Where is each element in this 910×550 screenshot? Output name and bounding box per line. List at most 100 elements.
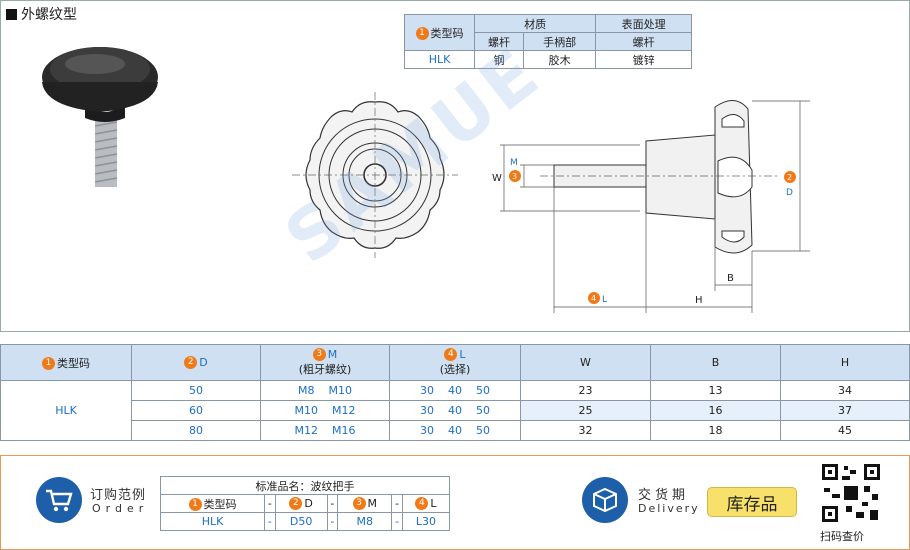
order-title-cn: 订购范例 <box>90 488 147 503</box>
surface-treatment: 镀锌 <box>595 50 692 69</box>
row-l3: 50 <box>476 424 490 437</box>
material-header: 材质 <box>473 14 597 33</box>
order-dash: - <box>391 494 403 513</box>
row-m1: M12 <box>294 424 319 437</box>
h-dimension-label: H <box>695 295 703 306</box>
row-h: 37 <box>780 400 910 421</box>
table-row: 80 M12 M16 30 40 50 32 18 45 <box>1 420 910 441</box>
l-badge-number: 4 <box>591 294 596 303</box>
badge-4: 4 <box>444 348 458 362</box>
row-b: 18 <box>650 420 781 441</box>
badge-3: 3 <box>352 497 366 511</box>
d-dimension-label: D <box>786 188 793 198</box>
badge-3: 3 <box>312 348 326 362</box>
handle-header: 手柄部 <box>522 32 597 51</box>
surface-rod-header: 螺杆 <box>595 32 692 51</box>
order-l-value: L30 <box>401 512 451 531</box>
m-badge-number: 3 <box>512 172 517 181</box>
row-w: 23 <box>520 380 651 401</box>
l-dimension-label: L <box>602 295 607 305</box>
row-m1: M10 <box>294 404 319 417</box>
row-l: 30 40 50 <box>389 420 521 441</box>
m-badge <box>509 170 521 182</box>
row-l2: 40 <box>448 404 462 417</box>
row-h: 34 <box>780 380 910 401</box>
order-dash: - <box>326 512 339 531</box>
table-row: 60 M10 M12 30 40 50 25 16 37 <box>1 400 910 421</box>
order-m-label: M <box>367 496 378 510</box>
qr-code-icon[interactable] <box>820 462 882 524</box>
table-row: HLK 50 M8 M10 30 40 50 23 13 34 <box>0 380 910 441</box>
order-d-value: D50 <box>274 512 328 531</box>
spec-h-header: H <box>780 344 910 381</box>
material-code: HLK <box>404 50 475 69</box>
front-view-drawing <box>292 92 458 258</box>
row-b: 13 <box>650 380 781 401</box>
b-dimension-label: B <box>727 273 734 284</box>
row-l3: 50 <box>476 404 490 417</box>
row-l2: 40 <box>448 384 462 397</box>
w-dimension-label: W <box>492 173 502 184</box>
handle-material: 胶木 <box>522 50 597 69</box>
row-m: M8 M10 <box>260 380 390 401</box>
order-l-label: L <box>430 496 437 510</box>
order-dash: - <box>391 512 403 531</box>
spec-m-label: M <box>327 347 338 361</box>
cart-icon <box>36 477 82 523</box>
order-dash: - <box>264 494 276 513</box>
order-std-name: 标准品名：波纹把手 <box>160 476 450 495</box>
stock-badge: 库存品 <box>707 487 797 517</box>
delivery-title-en: Delivery <box>638 502 700 515</box>
row-l3: 50 <box>476 384 490 397</box>
badge-1: 1 <box>42 357 55 370</box>
row-d: 60 <box>131 400 261 421</box>
row-m: M10 M12 <box>260 400 390 421</box>
spec-b-header: B <box>650 344 781 381</box>
row-d: 80 <box>131 420 261 441</box>
surface-header: 表面处理 <box>595 14 692 33</box>
badge-1: 1 <box>415 27 429 40</box>
row-l1: 30 <box>420 404 434 417</box>
rod-header: 螺杆 <box>474 32 524 51</box>
delivery-title-cn: 交货期 <box>638 488 690 503</box>
title-text: 外螺纹型 <box>21 7 77 23</box>
spec-d-label: D <box>199 355 208 369</box>
row-d: 50 <box>131 380 261 401</box>
badge-2: 2 <box>184 356 198 370</box>
spec-code: HLK <box>0 380 132 441</box>
page-title: 外螺纹型 <box>6 4 77 24</box>
side-view-drawing: W 3 M 2 D B 4 L H <box>492 100 810 313</box>
qr-label: 扫码查价 <box>820 530 864 543</box>
order-type-code-label: 类型码 <box>203 497 237 511</box>
spec-l-label: L <box>459 347 466 361</box>
material-type-code-label: 类型码 <box>430 26 464 40</box>
row-l1: 30 <box>420 384 434 397</box>
row-m: M12 M16 <box>260 420 390 441</box>
delivery-box-icon <box>582 477 628 523</box>
order-dash: - <box>326 494 339 513</box>
d-badge-number: 2 <box>787 173 792 182</box>
badge-4: 4 <box>415 497 429 511</box>
spec-w-header: W <box>520 344 651 381</box>
row-m2: M16 <box>332 424 356 437</box>
d-badge <box>784 171 796 183</box>
order-m-value: M8 <box>337 512 393 531</box>
order-code: HLK <box>159 512 266 531</box>
row-l2: 40 <box>448 424 462 437</box>
row-w: 25 <box>520 400 651 421</box>
row-w: 32 <box>520 420 651 441</box>
row-b: 16 <box>650 400 781 421</box>
order-dash: - <box>264 512 276 531</box>
spec-m-sub: (粗牙螺纹) <box>298 363 352 377</box>
